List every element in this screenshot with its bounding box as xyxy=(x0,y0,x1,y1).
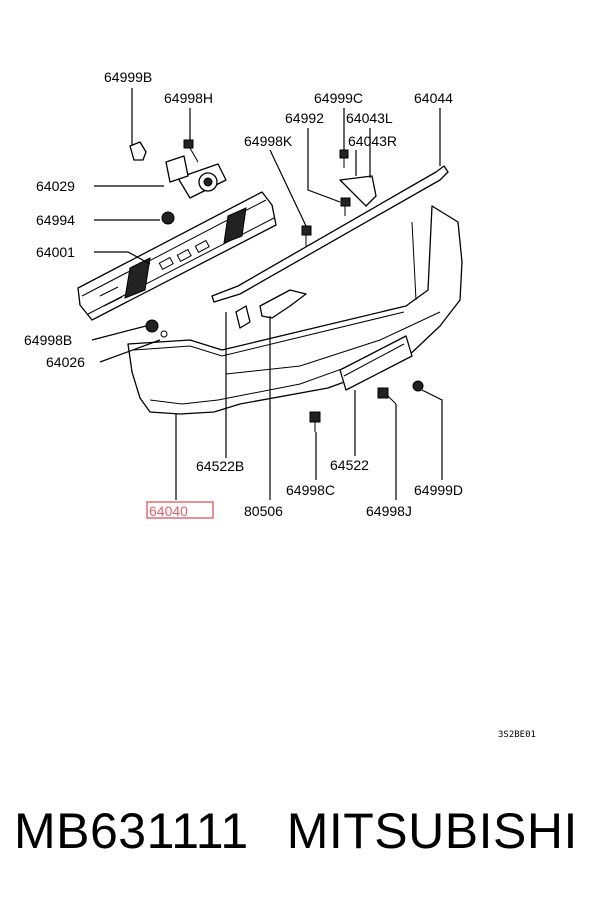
clip-64522B-drawing xyxy=(235,305,251,329)
leader-lines xyxy=(91,88,443,500)
label-80506: 80506 xyxy=(244,503,283,519)
label-64998K: 64998K xyxy=(244,133,293,149)
fastener-64998K xyxy=(301,225,312,246)
drawing-code: 3S2BE01 xyxy=(498,730,536,740)
label-64029: 64029 xyxy=(36,178,75,194)
label-64998B: 64998B xyxy=(24,332,72,348)
strip-drawing xyxy=(211,165,449,303)
label-64998J: 64998J xyxy=(366,503,412,519)
license-bracket-drawing xyxy=(339,335,413,391)
label-64994: 64994 xyxy=(36,212,75,228)
bracket-80506-drawing xyxy=(259,289,307,319)
part-number: MB631111 xyxy=(14,803,249,859)
highlight-box xyxy=(146,501,214,519)
label-64522B: 64522B xyxy=(196,458,244,474)
label-64998C: 64998C xyxy=(286,482,335,498)
label-64043L: 64043L xyxy=(346,110,393,126)
fastener-64999C xyxy=(339,149,349,168)
label-64999D: 64999D xyxy=(414,482,463,498)
label-64992: 64992 xyxy=(285,110,324,126)
fastener-64999D xyxy=(412,380,424,392)
footer-title: MB631111 MITSUBISHI xyxy=(14,802,594,860)
fastener-64998H xyxy=(183,139,199,163)
label-64001: 64001 xyxy=(36,244,75,260)
bumper-reinforcement-drawing xyxy=(77,191,277,321)
label-64043R: 64043R xyxy=(348,133,397,149)
fastener-64998B xyxy=(145,319,168,338)
brand-name: MITSUBISHI xyxy=(286,803,578,859)
bracket-drawing xyxy=(165,155,227,199)
fastener-64998C xyxy=(309,411,321,432)
label-64999B: 64999B xyxy=(104,69,152,85)
fastener-64998J xyxy=(377,387,397,405)
fastener-64999B xyxy=(129,141,147,161)
fastener-64992 xyxy=(340,197,351,216)
bracket-64043-drawing xyxy=(339,175,377,207)
fastener-64994 xyxy=(161,211,175,225)
label-64044: 64044 xyxy=(414,90,453,106)
label-64040-highlighted[interactable]: 64040 xyxy=(149,503,188,519)
label-64522: 64522 xyxy=(330,457,369,473)
label-64999C: 64999C xyxy=(314,90,363,106)
label-64998H: 64998H xyxy=(164,90,213,106)
label-64026: 64026 xyxy=(46,354,85,370)
